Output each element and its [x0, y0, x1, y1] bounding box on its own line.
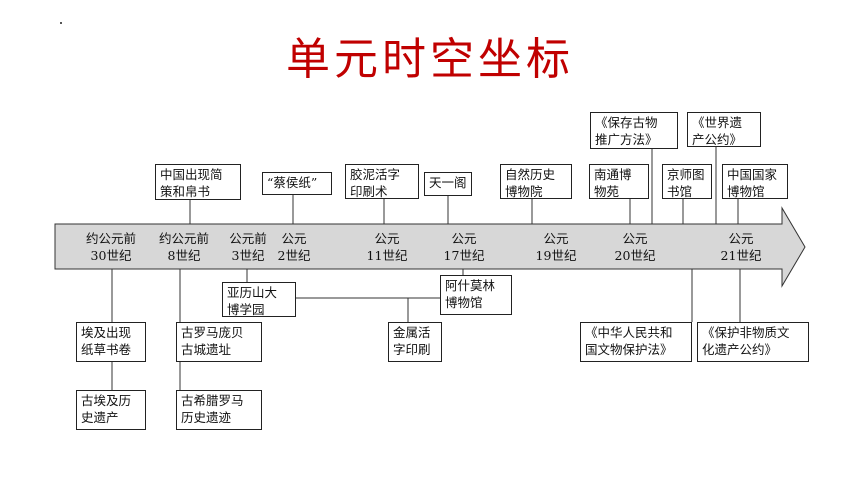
event-box-intangible-heritage-convention: 《保护非物质文 化遗产公约》: [697, 322, 809, 362]
era-label-2ad: 公元 2世纪: [277, 231, 311, 263]
event-box-egypt-papyrus: 埃及出现 纸草书卷: [76, 322, 146, 362]
event-box-metal-type: 金属活 字印刷: [388, 322, 442, 362]
era-label-3bc: 公元前 3世纪: [229, 231, 267, 263]
event-box-capital-library: 京师图 书馆: [662, 164, 712, 199]
event-box-clay-type: 胶泥活字 印刷术: [345, 164, 419, 199]
event-box-cultural-relics-law: 《中华人民共和 国文物保护法》: [580, 322, 692, 362]
timeline-arrow: [54, 206, 806, 288]
era-label-20ad: 公元 20世纪: [614, 231, 656, 263]
event-box-natural-history-museum: 自然历史 博物院: [500, 164, 572, 199]
event-box-cai-hou-paper: “蔡侯纸”: [262, 172, 332, 195]
connector-lines: [111, 147, 741, 390]
event-box-ashmolean-museum: 阿什莫林 博物馆: [440, 275, 512, 315]
event-box-alexandria-mouseion: 亚历山大 博学园: [222, 282, 296, 317]
event-box-pompeii: 古罗马庞贝 古城遗址: [176, 322, 262, 362]
event-box-national-museum-china: 中国国家 博物馆: [722, 164, 788, 199]
era-label-8bc: 约公元前 8世纪: [158, 231, 209, 263]
event-box-nantong-museum: 南通博 物苑: [589, 164, 649, 199]
era-label-19ad: 公元 19世纪: [535, 231, 577, 263]
event-box-bamboo-silk: 中国出现简 策和帛书: [155, 164, 241, 200]
era-label-11ad: 公元 11世纪: [366, 231, 408, 263]
corner-dot: [60, 22, 62, 24]
era-label-21ad: 公元 21世纪: [720, 231, 762, 263]
event-box-tianyi-pavilion: 天一阁: [424, 172, 472, 196]
event-box-greco-roman-ruins: 古希腊罗马 历史遗迹: [176, 390, 262, 430]
event-box-world-heritage-convention: 《世界遗 产公约》: [687, 112, 761, 147]
event-box-antiquities-protection: 《保存古物 推广方法》: [590, 112, 678, 149]
era-label-30bc: 约公元前 30世纪: [85, 231, 136, 263]
era-label-17ad: 公元 17世纪: [443, 231, 485, 263]
page-title: 单元时空坐标: [286, 34, 574, 85]
event-box-egypt-heritage: 古埃及历 史遗产: [76, 390, 146, 430]
